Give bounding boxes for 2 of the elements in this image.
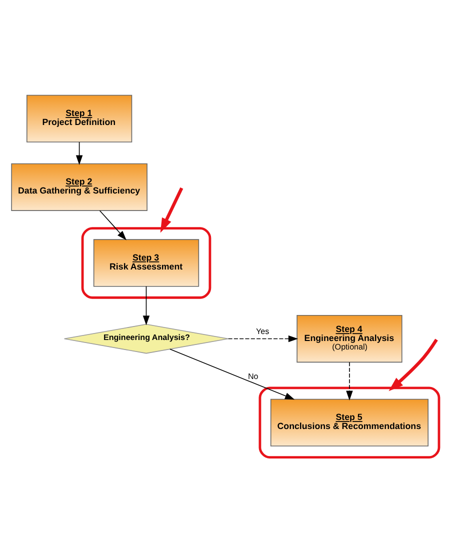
- edge-label: Yes: [256, 326, 270, 336]
- edge-label: No: [248, 372, 258, 381]
